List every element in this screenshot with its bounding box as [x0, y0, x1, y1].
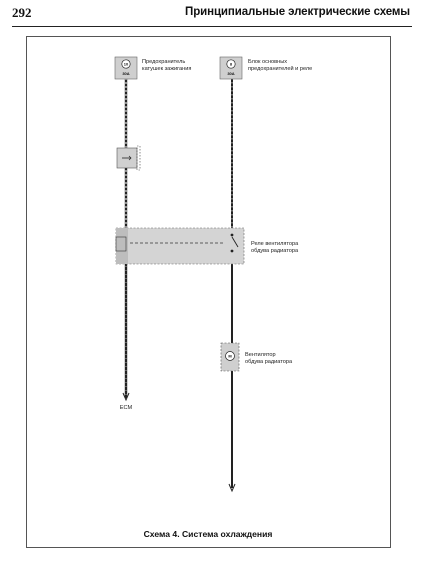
wire-right [228, 78, 236, 493]
relay-label-1: Реле вентилятора [251, 241, 299, 247]
fan-label-1: Вентилятор [245, 352, 276, 358]
relay-label-2: обдува радиатора [251, 248, 299, 254]
fuse-ignition-label-1: Предохранитель [142, 59, 185, 65]
fuse-ignition-rating: 30A [122, 71, 129, 76]
fuse-block-label-2: предохранителей и реле [248, 65, 312, 72]
fuse-block: 8 30A Блок основных предохранителей и ре… [219, 56, 312, 80]
page-header: 292 Принципиальные электрические схемы [12, 4, 412, 27]
fan-label-2: обдува радиатора [245, 359, 293, 365]
ecm-label: ECM [120, 405, 133, 411]
diagram-frame [26, 36, 391, 548]
relay-radiator-fan: Реле вентилятора обдува радиатора [115, 227, 299, 265]
fuse-block-number: 8 [230, 62, 233, 67]
fuse-ignition-number: 10 [124, 62, 129, 67]
inline-connector [116, 145, 141, 171]
page-number: 292 [12, 5, 32, 20]
fuse-block-label-1: Блок основных [248, 59, 287, 65]
diagram-caption: Схема 4. Система охлаждения [144, 529, 273, 539]
fuse-ignition: 10 30A Предохранитель катушек зажигания [114, 56, 191, 80]
page-title: Принципиальные электрические схемы [185, 6, 410, 18]
fan-motor: M Вентилятор обдува радиатора [220, 342, 293, 372]
fan-motor-symbol: M [228, 354, 232, 359]
fuse-ignition-label-2: катушек зажигания [142, 66, 191, 72]
fuse-block-rating: 30A [227, 71, 234, 76]
